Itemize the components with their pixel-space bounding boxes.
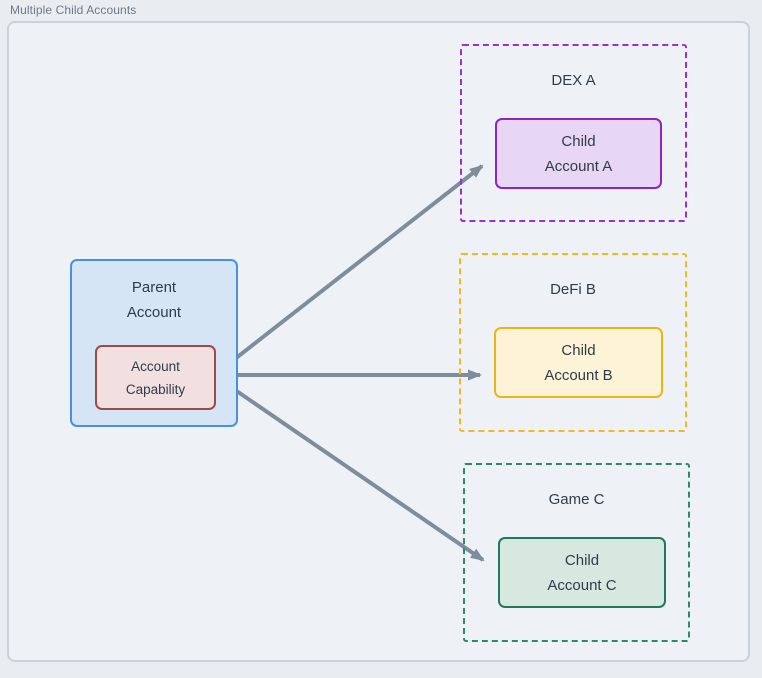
child-account-b-node: Child Account B xyxy=(494,327,663,398)
child-account-c-node: Child Account C xyxy=(498,537,666,608)
group-defi-b-label: DeFi B xyxy=(550,281,596,298)
group-game-c-label: Game C xyxy=(548,491,605,508)
child-account-a-label: Child Account A xyxy=(544,132,613,175)
parent-account-label: Parent Account xyxy=(126,279,182,321)
parent-account-node: Parent Account Account Capability xyxy=(70,259,238,427)
child-account-c-label: Child Account C xyxy=(547,551,617,594)
child-account-b-label: Child Account B xyxy=(544,341,613,384)
account-capability-node: Account Capability xyxy=(95,345,216,410)
child-account-a-node: Child Account A xyxy=(495,118,662,189)
group-dex-a-label: DEX A xyxy=(551,72,596,89)
account-capability-label: Account Capability xyxy=(125,358,186,397)
group-game-c: Game C Child Account C xyxy=(463,463,690,642)
group-defi-b: DeFi B Child Account B xyxy=(459,253,687,432)
diagram-title: Multiple Child Accounts xyxy=(10,3,137,17)
group-dex-a: DEX A Child Account A xyxy=(460,44,687,222)
